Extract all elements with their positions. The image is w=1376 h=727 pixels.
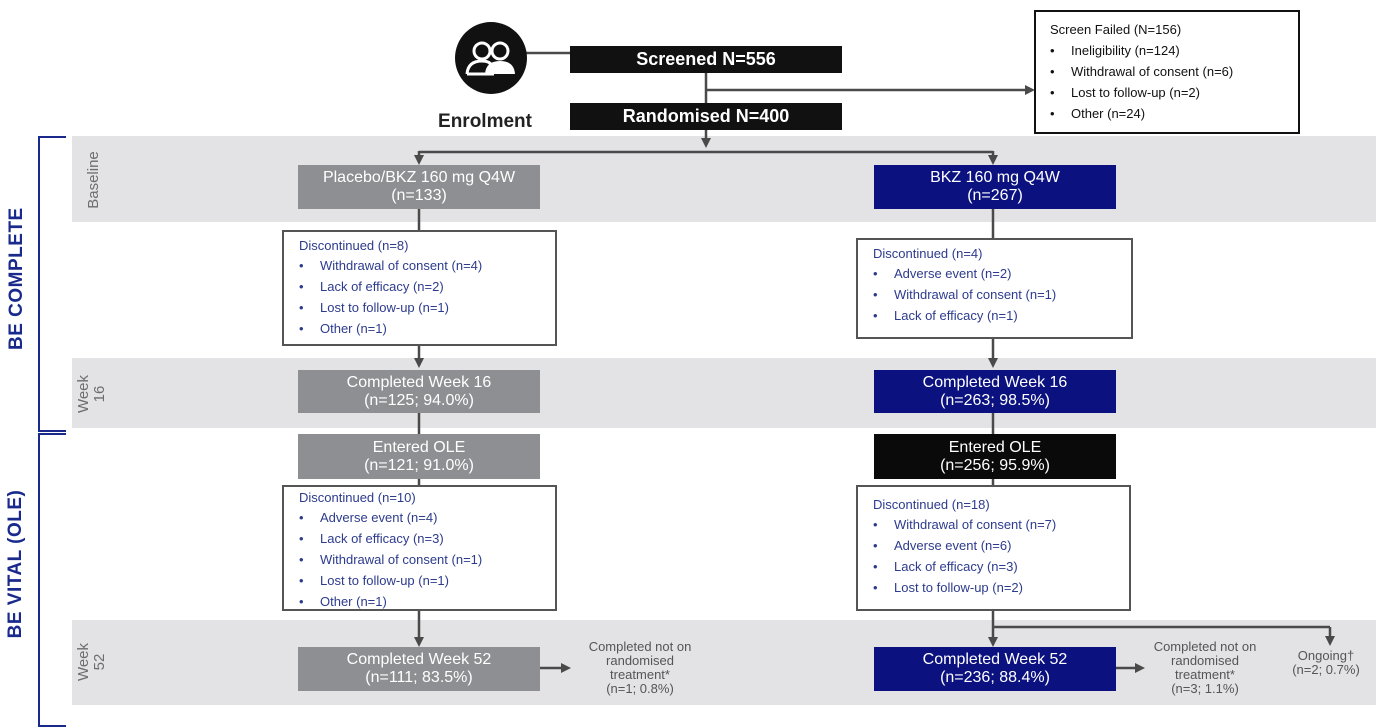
box-title: Completed Week 52	[922, 651, 1068, 668]
randomised-box: Randomised N=400	[570, 103, 842, 130]
box-title: Completed Week 52	[346, 651, 492, 668]
note-line: randomised	[1171, 653, 1239, 668]
enrolment-people-icon	[454, 21, 528, 95]
disc-title: Discontinued (n=10)	[299, 490, 416, 505]
placebo-not-on-treatment-note: Completed not on randomised treatment* (…	[570, 640, 710, 696]
note-line: treatment*	[1175, 667, 1235, 682]
list-item: Other (n=1)	[299, 320, 547, 337]
disc-title: Discontinued (n=18)	[873, 497, 990, 512]
list-item: Lost to follow-up (n=1)	[299, 572, 547, 589]
list-item: Adverse event (n=2)	[873, 265, 1123, 282]
placebo-week52-box: Completed Week 52 (n=111; 83.5%)	[298, 647, 540, 691]
list-item: Lack of efficacy (n=1)	[873, 307, 1123, 324]
bkz-week52-box: Completed Week 52 (n=236; 88.4%)	[874, 647, 1116, 691]
list-item: Withdrawal of consent (n=4)	[299, 257, 547, 274]
list-item: Lack of efficacy (n=2)	[299, 278, 547, 295]
list-item: Adverse event (n=6)	[873, 537, 1121, 554]
list-item: Lost to follow-up (n=1)	[299, 299, 547, 316]
screen-failed-title: Screen Failed (N=156)	[1050, 22, 1182, 37]
box-n: (n=256; 95.9%)	[940, 456, 1050, 474]
placebo-discontinued-week16-box: Discontinued (n=8) Withdrawal of consent…	[282, 230, 557, 346]
flow-connectors	[414, 51, 1335, 673]
box-n: (n=111; 83.5%)	[365, 669, 473, 686]
list-item: Adverse event (n=4)	[299, 509, 547, 526]
disc-title: Discontinued (n=4)	[873, 246, 983, 261]
note-line: Completed not on	[588, 639, 692, 654]
placebo-arm-box: Placebo/BKZ 160 mg Q4W (n=133)	[298, 165, 540, 209]
list-item: Lack of efficacy (n=3)	[873, 558, 1121, 575]
placebo-week16-box: Completed Week 16 (n=125; 94.0%)	[298, 370, 540, 413]
bkz-arm-title: BKZ 160 mg Q4W	[930, 169, 1060, 186]
band-baseline	[72, 136, 1376, 222]
placebo-arm-n: (n=133)	[391, 187, 447, 204]
list-item: Lost to follow-up (n=2)	[1050, 84, 1284, 101]
box-title: Entered OLE	[372, 438, 466, 456]
placebo-arm-title: Placebo/BKZ 160 mg Q4W	[322, 169, 516, 186]
note-line: Ongoing†	[1297, 648, 1355, 663]
note-line: (n=1; 0.8%)	[606, 681, 674, 696]
note-line: (n=3; 1.1%)	[1171, 681, 1239, 696]
bkz-ongoing-note: Ongoing† (n=2; 0.7%)	[1278, 649, 1374, 677]
band-week16	[72, 358, 1376, 428]
placebo-ole-box: Entered OLE (n=121; 91.0%)	[298, 434, 540, 479]
bkz-week16-box: Completed Week 16 (n=263; 98.5%)	[874, 370, 1116, 413]
bkz-arm-box: BKZ 160 mg Q4W (n=267)	[874, 165, 1116, 209]
list-item: Lost to follow-up (n=2)	[873, 579, 1121, 596]
box-title: Completed Week 16	[346, 373, 492, 391]
bkz-arm-n: (n=267)	[967, 187, 1023, 204]
note-line: Completed not on	[1153, 639, 1257, 654]
screen-failed-box: Screen Failed (N=156) Ineligibility (n=1…	[1034, 10, 1300, 134]
list-item: Withdrawal of consent (n=1)	[299, 551, 547, 568]
box-title: Completed Week 16	[922, 373, 1068, 391]
note-line: randomised	[606, 653, 674, 668]
list-item: Ineligibility (n=124)	[1050, 42, 1284, 59]
bkz-not-on-treatment-note: Completed not on randomised treatment* (…	[1140, 640, 1270, 696]
placebo-discontinued-ole-box: Discontinued (n=10) Adverse event (n=4) …	[282, 485, 557, 611]
box-n: (n=121; 91.0%)	[364, 456, 474, 474]
box-n: (n=125; 94.0%)	[364, 391, 474, 409]
list-item: Withdrawal of consent (n=7)	[873, 516, 1121, 533]
band-week52	[72, 620, 1376, 705]
disc-title: Discontinued (n=8)	[299, 238, 409, 253]
list-item: Withdrawal of consent (n=6)	[1050, 63, 1284, 80]
box-n: (n=263; 98.5%)	[940, 391, 1050, 409]
bkz-discontinued-ole-box: Discontinued (n=18) Withdrawal of consen…	[856, 485, 1131, 611]
list-item: Other (n=24)	[1050, 105, 1284, 122]
box-n: (n=236; 88.4%)	[940, 669, 1050, 686]
list-item: Withdrawal of consent (n=1)	[873, 286, 1123, 303]
list-item: Lack of efficacy (n=3)	[299, 530, 547, 547]
note-line: (n=2; 0.7%)	[1292, 662, 1360, 677]
list-item: Other (n=1)	[299, 593, 547, 610]
enrolment-label: Enrolment	[438, 111, 532, 132]
box-title: Entered OLE	[948, 438, 1042, 456]
screened-box: Screened N=556	[570, 46, 842, 73]
section-bracket-complete	[38, 136, 66, 432]
note-line: treatment*	[610, 667, 670, 682]
bkz-ole-box: Entered OLE (n=256; 95.9%)	[874, 434, 1116, 479]
bkz-discontinued-week16-box: Discontinued (n=4) Adverse event (n=2) W…	[856, 238, 1133, 339]
